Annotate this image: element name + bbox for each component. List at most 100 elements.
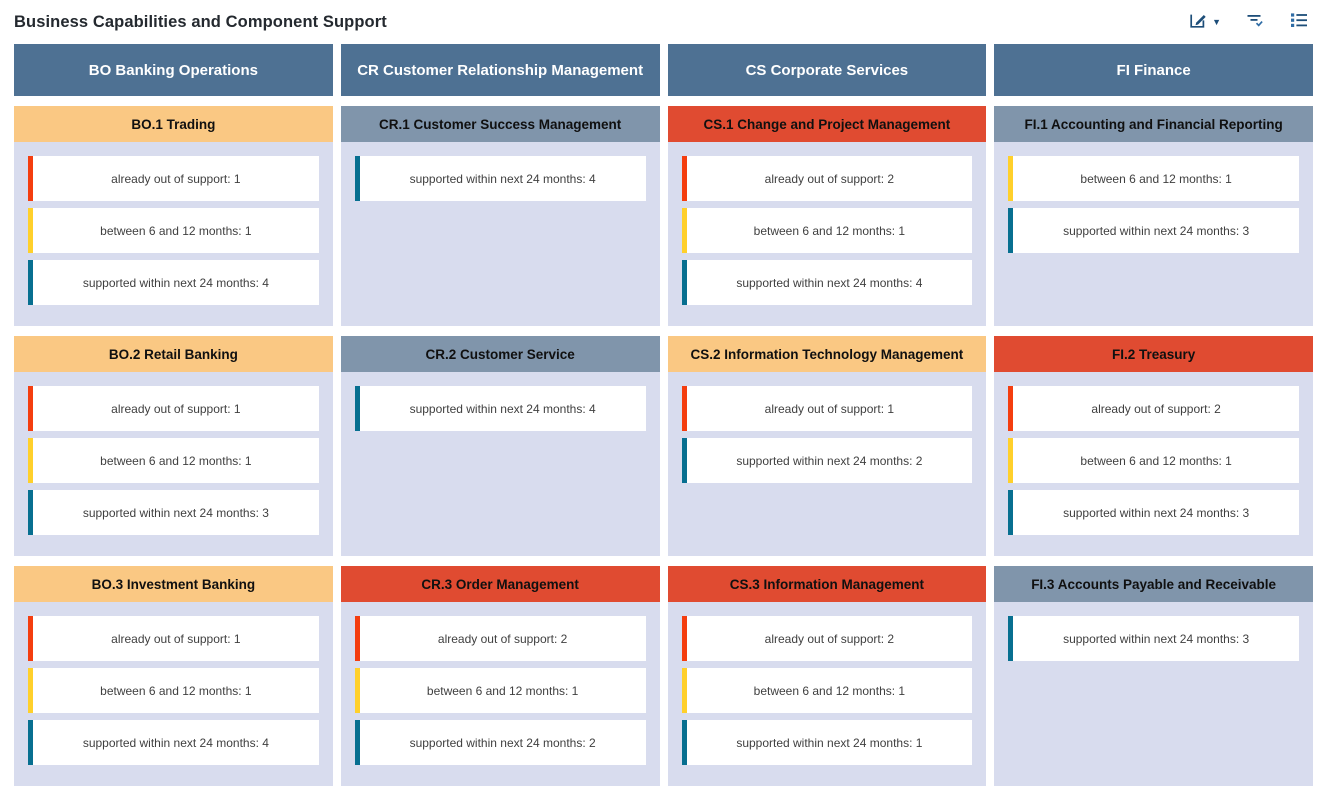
capability-card-body: already out of support: 2 between 6 and … — [667, 602, 987, 786]
card-stack: CS.1 Change and Project Management alrea… — [667, 106, 987, 786]
support-status-item[interactable]: supported within next 24 months: 4 — [28, 260, 319, 305]
support-status-label: supported within next 24 months: 2 — [736, 453, 923, 468]
list-view-button[interactable] — [1289, 10, 1309, 35]
capability-card-body: between 6 and 12 months: 1 supported wit… — [994, 142, 1313, 326]
capability-card-body: supported within next 24 months: 4 — [340, 142, 660, 326]
edit-button[interactable]: ▼ — [1188, 10, 1221, 35]
support-status-item[interactable]: supported within next 24 months: 2 — [681, 438, 973, 483]
support-status-item[interactable]: supported within next 24 months: 4 — [354, 156, 646, 201]
support-status-label: supported within next 24 months: 3 — [82, 505, 269, 520]
card-stack: CR.1 Customer Success Management support… — [340, 106, 660, 786]
capability-card-header[interactable]: CS.1 Change and Project Management — [667, 106, 987, 142]
capability-card-body: supported within next 24 months: 3 — [994, 602, 1313, 786]
support-status-item[interactable]: already out of support: 2 — [354, 616, 646, 661]
support-status-item[interactable]: between 6 and 12 months: 1 — [28, 668, 319, 713]
capability-title: CS.3 Information Management — [729, 576, 925, 592]
column-header-finance[interactable]: FI Finance — [994, 44, 1313, 96]
top-bar: Business Capabilities and Component Supp… — [14, 0, 1313, 44]
support-status-label: supported within next 24 months: 3 — [1063, 223, 1250, 238]
support-status-label: supported within next 24 months: 4 — [82, 275, 269, 290]
support-status-item[interactable]: supported within next 24 months: 3 — [28, 490, 319, 535]
support-status-item[interactable]: supported within next 24 months: 4 — [354, 386, 646, 431]
support-status-item[interactable]: already out of support: 2 — [681, 616, 973, 661]
capability-card-body: already out of support: 2 between 6 and … — [994, 372, 1313, 556]
support-status-item[interactable]: supported within next 24 months: 4 — [28, 720, 319, 765]
capability-card-header[interactable]: FI.3 Accounts Payable and Receivable — [994, 566, 1313, 602]
capability-card-fi1: FI.1 Accounting and Financial Reporting … — [994, 106, 1313, 326]
capability-card-body: supported within next 24 months: 4 — [340, 372, 660, 556]
support-status-label: already out of support: 1 — [764, 401, 895, 416]
support-status-label: between 6 and 12 months: 1 — [426, 683, 579, 698]
column-header-banking-operations[interactable]: BO Banking Operations — [14, 44, 333, 96]
capability-card-header[interactable]: CR.3 Order Management — [340, 566, 660, 602]
support-status-item[interactable]: supported within next 24 months: 3 — [1008, 208, 1299, 253]
capability-card-bo3: BO.3 Investment Banking already out of s… — [14, 566, 333, 786]
capability-card-header[interactable]: BO.1 Trading — [14, 106, 333, 142]
support-status-item[interactable]: already out of support: 2 — [1008, 386, 1299, 431]
support-status-label: between 6 and 12 months: 1 — [753, 683, 906, 698]
support-status-item[interactable]: already out of support: 1 — [28, 386, 319, 431]
support-status-item[interactable]: already out of support: 2 — [681, 156, 973, 201]
capability-card-fi2: FI.2 Treasury already out of support: 2 … — [994, 336, 1313, 556]
support-status-item[interactable]: already out of support: 1 — [28, 156, 319, 201]
capability-title: BO.2 Retail Banking — [108, 346, 238, 362]
support-status-label: between 6 and 12 months: 1 — [1080, 171, 1232, 186]
support-status-item[interactable]: between 6 and 12 months: 1 — [354, 668, 646, 713]
support-status-label: between 6 and 12 months: 1 — [100, 683, 252, 698]
capability-card-header[interactable]: FI.1 Accounting and Financial Reporting — [994, 106, 1313, 142]
card-stack: FI.1 Accounting and Financial Reporting … — [994, 106, 1313, 786]
capability-card-header[interactable]: BO.2 Retail Banking — [14, 336, 333, 372]
support-status-item[interactable]: supported within next 24 months: 2 — [354, 720, 646, 765]
support-status-label: supported within next 24 months: 1 — [736, 735, 923, 750]
chevron-down-icon: ▼ — [1212, 16, 1221, 27]
support-status-item[interactable]: already out of support: 1 — [681, 386, 973, 431]
support-status-item[interactable]: between 6 and 12 months: 1 — [28, 438, 319, 483]
capability-card-header[interactable]: CS.2 Information Technology Management — [667, 336, 987, 372]
support-status-item[interactable]: between 6 and 12 months: 1 — [1008, 156, 1299, 201]
capability-title: CS.2 Information Technology Management — [690, 346, 964, 362]
capability-card-cr1: CR.1 Customer Success Management support… — [340, 106, 660, 326]
support-status-label: supported within next 24 months: 3 — [1063, 505, 1250, 520]
capability-title: CR.3 Order Management — [421, 576, 579, 592]
support-status-label: supported within next 24 months: 3 — [1063, 631, 1250, 646]
support-status-label: between 6 and 12 months: 1 — [100, 223, 252, 238]
support-status-item[interactable]: supported within next 24 months: 1 — [681, 720, 973, 765]
support-status-item[interactable]: supported within next 24 months: 3 — [1008, 616, 1299, 661]
capability-card-cr3: CR.3 Order Management already out of sup… — [340, 566, 660, 786]
column-banking-operations: BO Banking Operations BO.1 Trading alrea… — [14, 44, 333, 786]
toolbar: ▼ — [1188, 10, 1313, 35]
capability-card-header[interactable]: CS.3 Information Management — [667, 566, 987, 602]
column-header-corporate-services[interactable]: CS Corporate Services — [667, 44, 987, 96]
capability-card-bo1: BO.1 Trading already out of support: 1 b… — [14, 106, 333, 326]
support-status-item[interactable]: supported within next 24 months: 4 — [681, 260, 973, 305]
capability-card-body: already out of support: 2 between 6 and … — [340, 602, 660, 786]
support-status-label: supported within next 24 months: 2 — [409, 735, 596, 750]
support-status-label: already out of support: 2 — [1091, 401, 1221, 416]
support-status-item[interactable]: between 6 and 12 months: 1 — [681, 668, 973, 713]
bulleted-list-icon — [1289, 10, 1309, 35]
filter-lines-with-check-icon — [1245, 10, 1265, 35]
page-title: Business Capabilities and Component Supp… — [14, 12, 387, 31]
support-status-item[interactable]: supported within next 24 months: 3 — [1008, 490, 1299, 535]
support-status-label: supported within next 24 months: 4 — [409, 401, 596, 416]
capability-card-header[interactable]: CR.2 Customer Service — [340, 336, 660, 372]
capability-card-header[interactable]: CR.1 Customer Success Management — [340, 106, 660, 142]
capability-title: CS.1 Change and Project Management — [703, 116, 951, 132]
filter-button[interactable] — [1245, 10, 1265, 35]
capability-card-body: already out of support: 1 between 6 and … — [14, 602, 333, 786]
column-corporate-services: CS Corporate Services CS.1 Change and Pr… — [667, 44, 987, 786]
support-status-label: between 6 and 12 months: 1 — [753, 223, 906, 238]
support-status-item[interactable]: between 6 and 12 months: 1 — [681, 208, 973, 253]
support-status-item[interactable]: between 6 and 12 months: 1 — [1008, 438, 1299, 483]
capability-title: FI.1 Accounting and Financial Reporting — [1024, 116, 1283, 132]
support-status-item[interactable]: already out of support: 1 — [28, 616, 319, 661]
capability-card-header[interactable]: BO.3 Investment Banking — [14, 566, 333, 602]
support-status-label: supported within next 24 months: 4 — [409, 171, 596, 186]
capability-card-header[interactable]: FI.2 Treasury — [994, 336, 1313, 372]
column-title: CS Corporate Services — [745, 61, 909, 79]
column-header-customer-relationship-management[interactable]: CR Customer Relationship Management — [340, 44, 660, 96]
capability-card-fi3: FI.3 Accounts Payable and Receivable sup… — [994, 566, 1313, 786]
support-status-label: already out of support: 1 — [111, 631, 241, 646]
support-status-item[interactable]: between 6 and 12 months: 1 — [28, 208, 319, 253]
